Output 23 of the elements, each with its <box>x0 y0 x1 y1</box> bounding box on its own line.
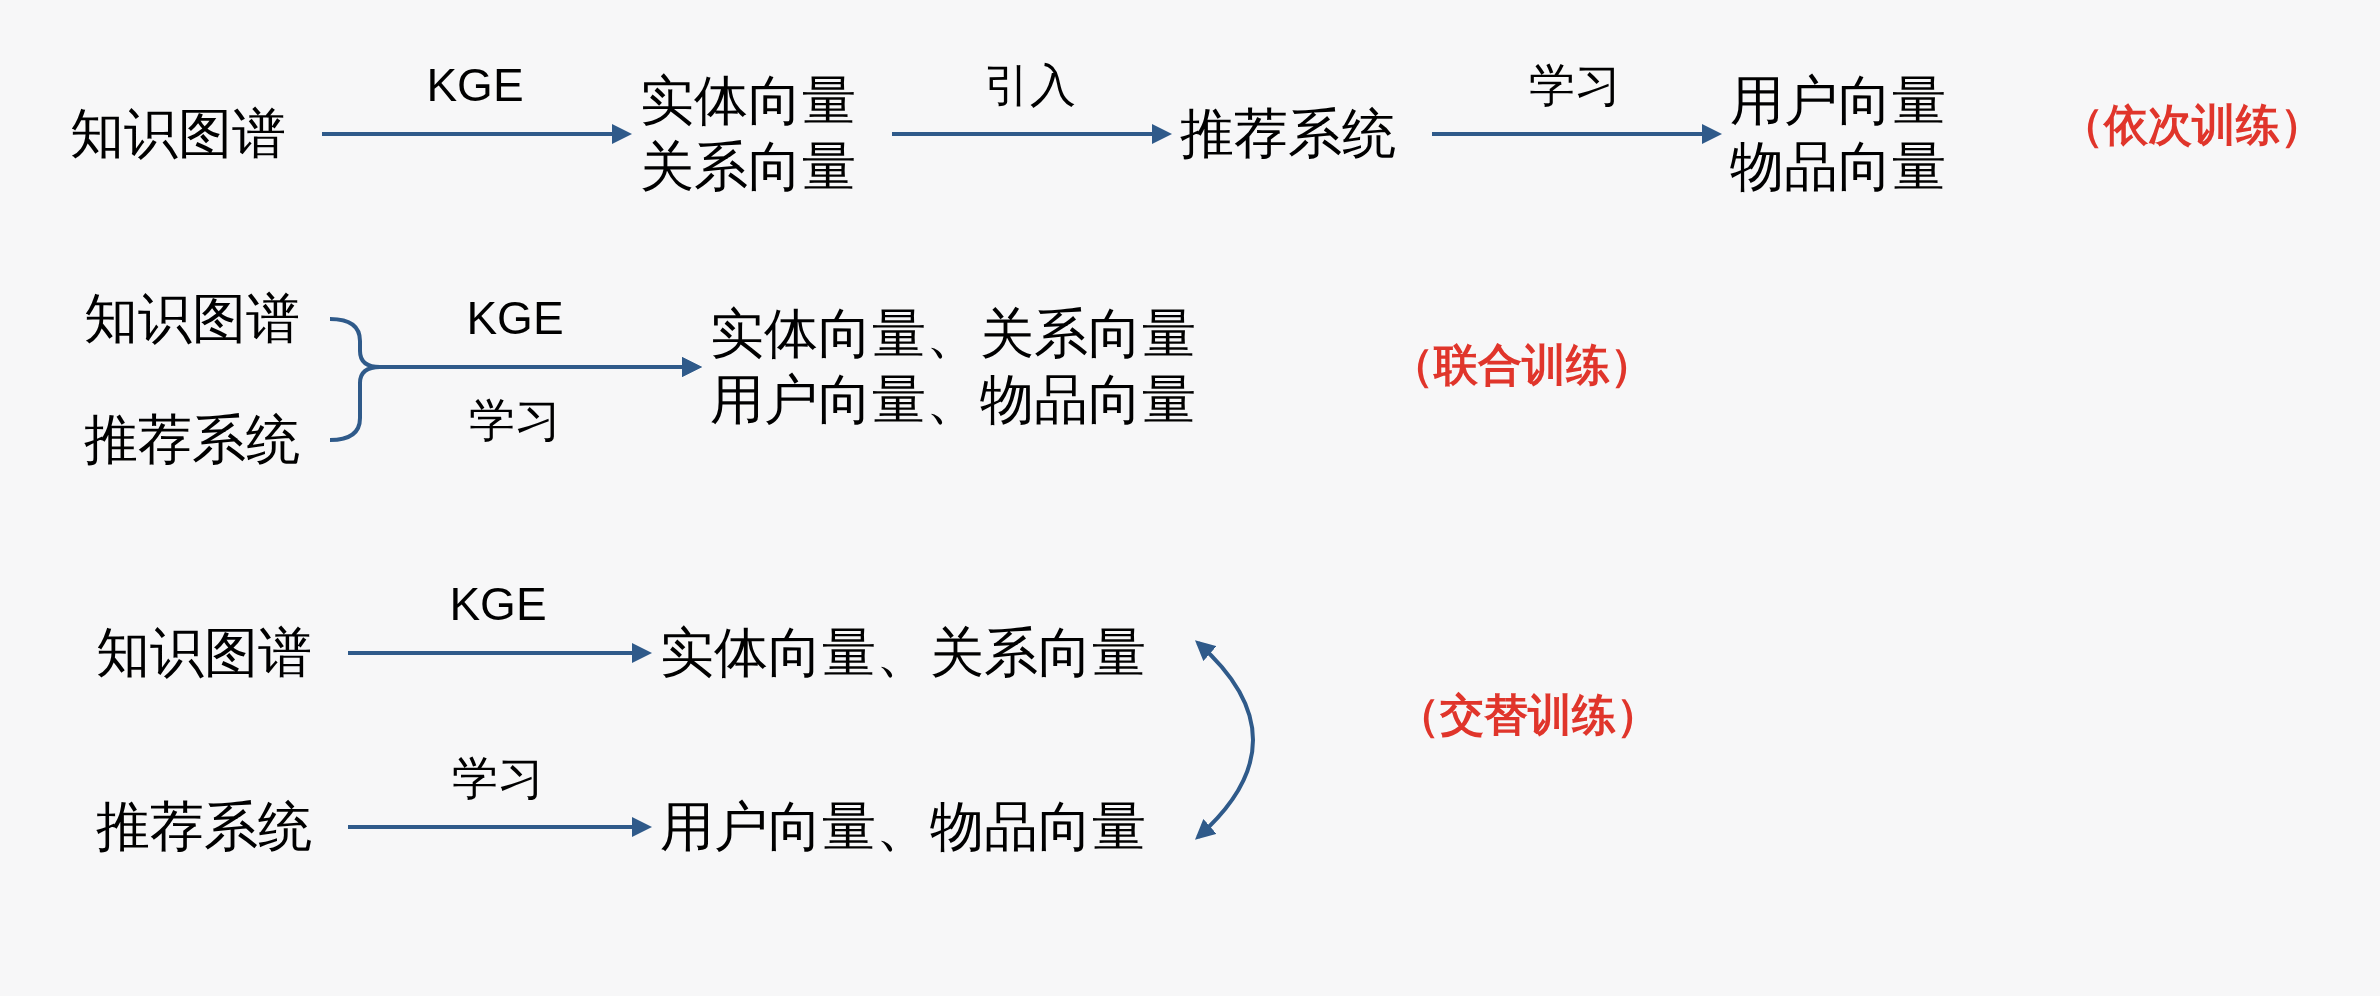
node-text: 用户向量、物品向量 <box>660 793 1190 861</box>
node-text: 物品向量 <box>1730 134 1947 200</box>
node-text: 实体向量、关系向量 <box>660 619 1190 687</box>
arrow <box>1195 640 1255 840</box>
node-text: 推荐系统 <box>84 406 324 474</box>
training-mode-label: （依次训练） <box>2060 98 2324 152</box>
node-text: 实体向量 <box>640 68 857 134</box>
node-text: 推荐系统 <box>1180 100 1420 168</box>
node-text: 知识图谱 <box>96 619 336 687</box>
arrow <box>892 124 1172 144</box>
arrow <box>348 643 652 663</box>
training-mode-label: （交替训练） <box>1396 688 1660 742</box>
node-text: 用户向量、物品向量 <box>710 367 1197 433</box>
arrow <box>322 124 632 144</box>
node-text: 知识图谱 <box>84 285 324 353</box>
node-text: 用户向量 <box>1730 68 1947 134</box>
node-text: 推荐系统 <box>96 793 336 861</box>
arrow <box>348 817 652 837</box>
node-text: 实体向量、关系向量 <box>710 301 1197 367</box>
arrow <box>1432 124 1722 144</box>
node-text: 关系向量 <box>640 134 857 200</box>
training-mode-label: （联合训练） <box>1390 338 1654 392</box>
node-text: 知识图谱 <box>70 100 310 168</box>
